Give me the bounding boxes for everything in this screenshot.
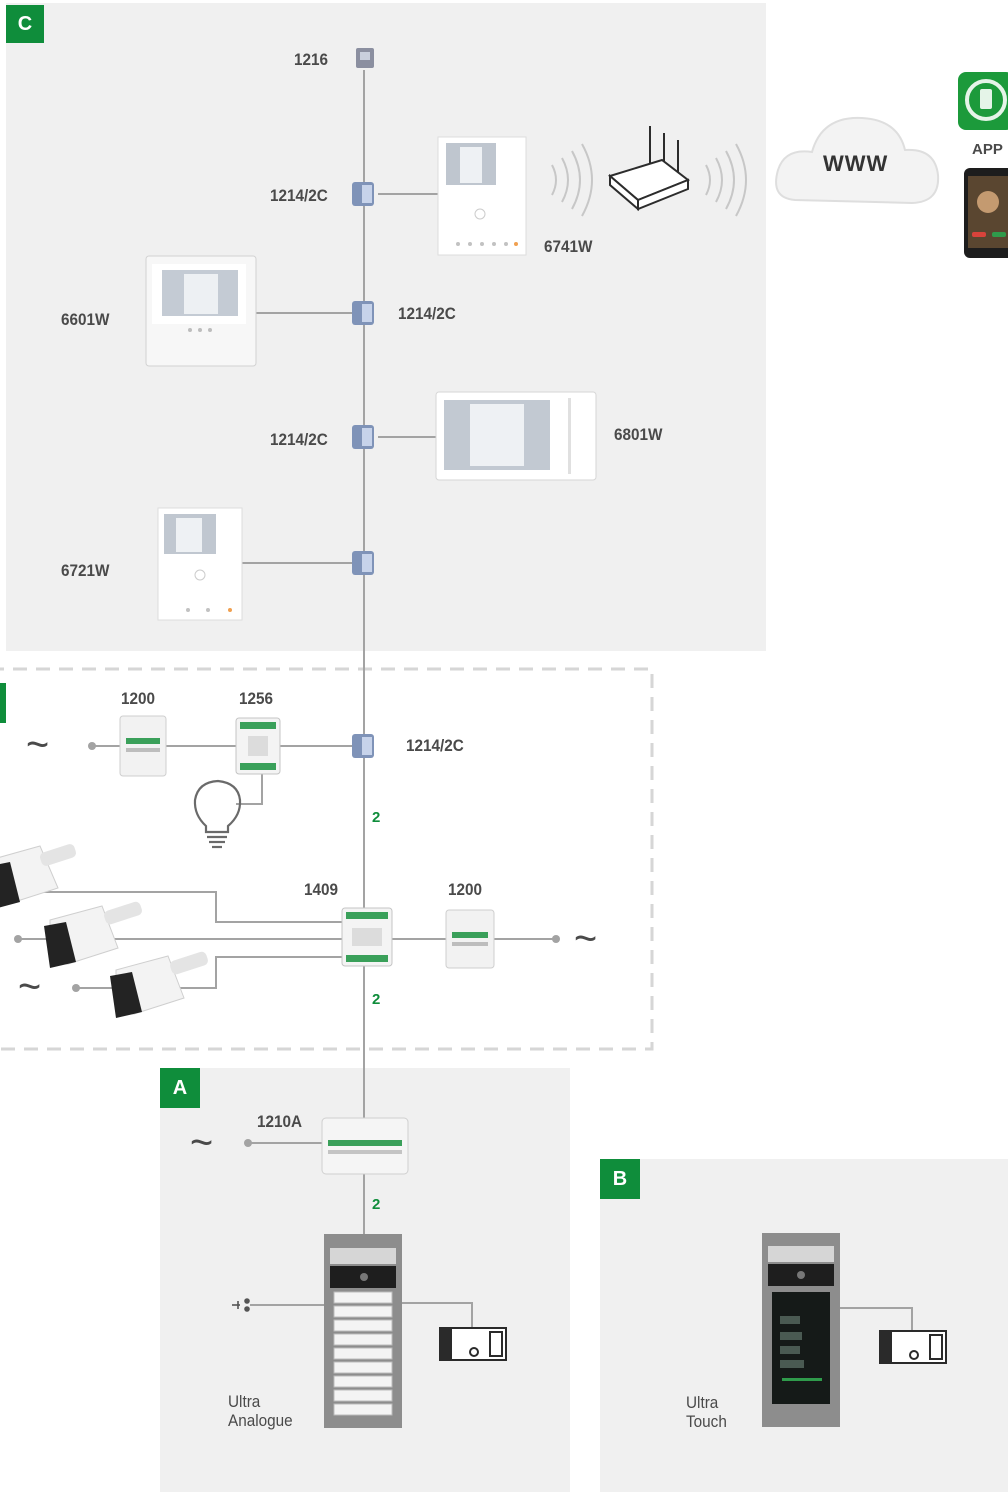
zone-d-tag <box>0 683 6 723</box>
label-6741w: 6741W <box>544 237 592 257</box>
psu-1200-bottom-image <box>446 910 494 968</box>
cloud-label: WWW <box>823 151 888 177</box>
door-lock-icon <box>880 1331 946 1363</box>
label-6601w: 6601W <box>61 310 109 330</box>
door-unit-1216-icon <box>356 48 374 68</box>
psu-1210a-image <box>322 1118 408 1174</box>
app-label: APP <box>972 141 1003 158</box>
zone-b-tag: B <box>600 1159 640 1199</box>
monitor-6801w-image <box>436 392 596 480</box>
video-interface-1409-image <box>342 908 392 966</box>
label-6801w: 6801W <box>614 425 662 445</box>
mains-symbol: ~ <box>26 720 49 770</box>
wire-count-3: 2 <box>372 1196 380 1213</box>
light-bulb-icon <box>195 781 240 847</box>
label-1214-2c-3: 1214/2C <box>270 430 328 450</box>
wire-count-2: 2 <box>372 991 380 1008</box>
label-1214-2c-2: 1214/2C <box>398 304 456 324</box>
zone-d-border <box>0 669 652 1049</box>
ultra-analogue-label: Ultra Analogue <box>228 1392 293 1430</box>
door-lock-icon <box>440 1328 506 1360</box>
smartphone-image <box>964 168 1008 258</box>
label-1214-2c-4: 1214/2C <box>406 736 464 756</box>
wire-count-1: 2 <box>372 809 380 826</box>
ultra-analogue-panel-image <box>324 1234 402 1428</box>
label-1409: 1409 <box>304 880 338 900</box>
camera-icon <box>110 950 209 1018</box>
psu-1200-top-image <box>120 716 166 776</box>
mains-symbol: ~ <box>18 962 41 1012</box>
mains-symbol: ~ <box>190 1118 213 1168</box>
router-icon <box>610 126 688 209</box>
label-1210a: 1210A <box>257 1112 302 1132</box>
label-1256: 1256 <box>239 689 273 709</box>
label-6721w: 6721W <box>61 561 109 581</box>
zone-c-tag: C <box>6 5 44 43</box>
ultra-touch-panel-image <box>762 1233 840 1427</box>
monitor-6601w-image <box>146 256 256 366</box>
label-1200-bottom: 1200 <box>448 880 482 900</box>
exit-button-icon <box>232 1299 249 1311</box>
ultra-touch-label: Ultra Touch <box>686 1393 727 1431</box>
label-1200-top: 1200 <box>121 689 155 709</box>
monitor-6741w-image <box>438 137 526 255</box>
label-1216: 1216 <box>294 50 328 70</box>
monitor-6721w-image <box>158 508 242 620</box>
mains-symbol: ~ <box>574 914 597 964</box>
camera-icon <box>0 843 77 910</box>
zone-a-tag: A <box>160 1068 200 1108</box>
camera-icon <box>44 900 143 968</box>
label-1214-2c-1: 1214/2C <box>270 186 328 206</box>
app-icon <box>958 72 1008 130</box>
relay-1256-image <box>236 718 280 774</box>
